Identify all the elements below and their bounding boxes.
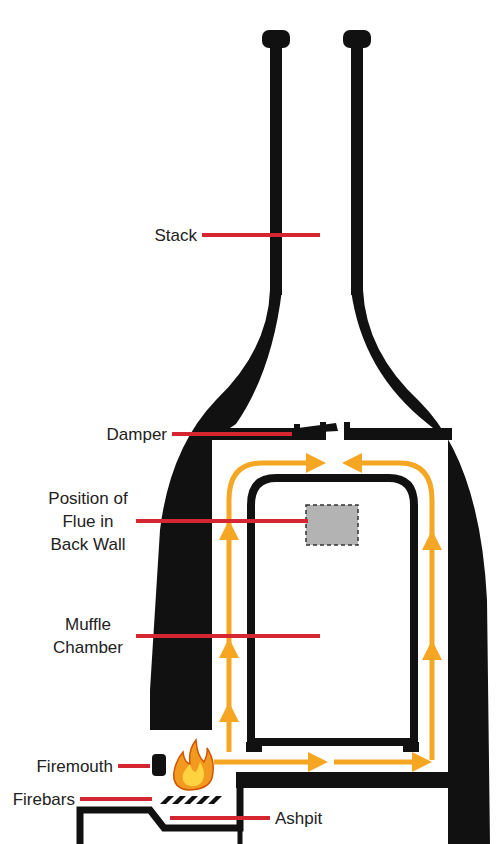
kiln-part — [227, 530, 232, 648]
kiln-part — [160, 796, 174, 804]
kiln-part — [352, 463, 432, 540]
part-label: Muffle Chamber — [46, 613, 130, 659]
muffle-wall — [251, 478, 414, 742]
part-label: Position of Flue in Back Wall — [46, 487, 130, 556]
fire — [174, 740, 213, 790]
damper-knob — [294, 424, 300, 434]
crown-lip — [344, 422, 350, 432]
flow-arrows — [214, 463, 432, 762]
crown — [344, 428, 452, 440]
part-label: Ashpit — [275, 807, 322, 830]
stack-wall — [270, 40, 282, 295]
leader-lines — [80, 235, 320, 818]
firebars — [160, 796, 222, 804]
stack-rim — [343, 30, 371, 48]
muffle-foot — [246, 742, 419, 752]
kiln-floor — [236, 772, 450, 788]
kiln-part — [430, 650, 435, 760]
part-label: Stack — [154, 224, 197, 247]
kiln-body-left — [150, 290, 282, 730]
kiln-part — [172, 432, 292, 436]
kiln-part — [227, 648, 232, 712]
kiln-part — [136, 634, 320, 638]
kiln-part — [227, 712, 232, 752]
kiln-part — [196, 796, 210, 804]
kiln-part — [214, 760, 318, 765]
part-label: Firemouth — [36, 755, 113, 778]
kiln-part — [118, 764, 150, 768]
kiln-part — [170, 816, 270, 820]
part-label: Damper — [107, 423, 167, 446]
kiln-part — [172, 796, 186, 804]
stack-rim — [262, 30, 290, 48]
kiln-part — [334, 760, 422, 765]
ground-line — [80, 780, 240, 844]
kiln-part — [208, 796, 222, 804]
kiln-part — [136, 519, 308, 523]
flue-position — [306, 505, 358, 545]
fire-core — [183, 762, 204, 786]
kiln-part — [80, 797, 152, 801]
kiln-part — [430, 540, 435, 650]
firemouth-symbol — [152, 754, 166, 776]
kiln-part — [184, 796, 198, 804]
damper — [298, 423, 338, 433]
kiln-part — [202, 233, 320, 237]
stack-wall — [351, 40, 363, 295]
part-label: Firebars — [13, 788, 75, 811]
